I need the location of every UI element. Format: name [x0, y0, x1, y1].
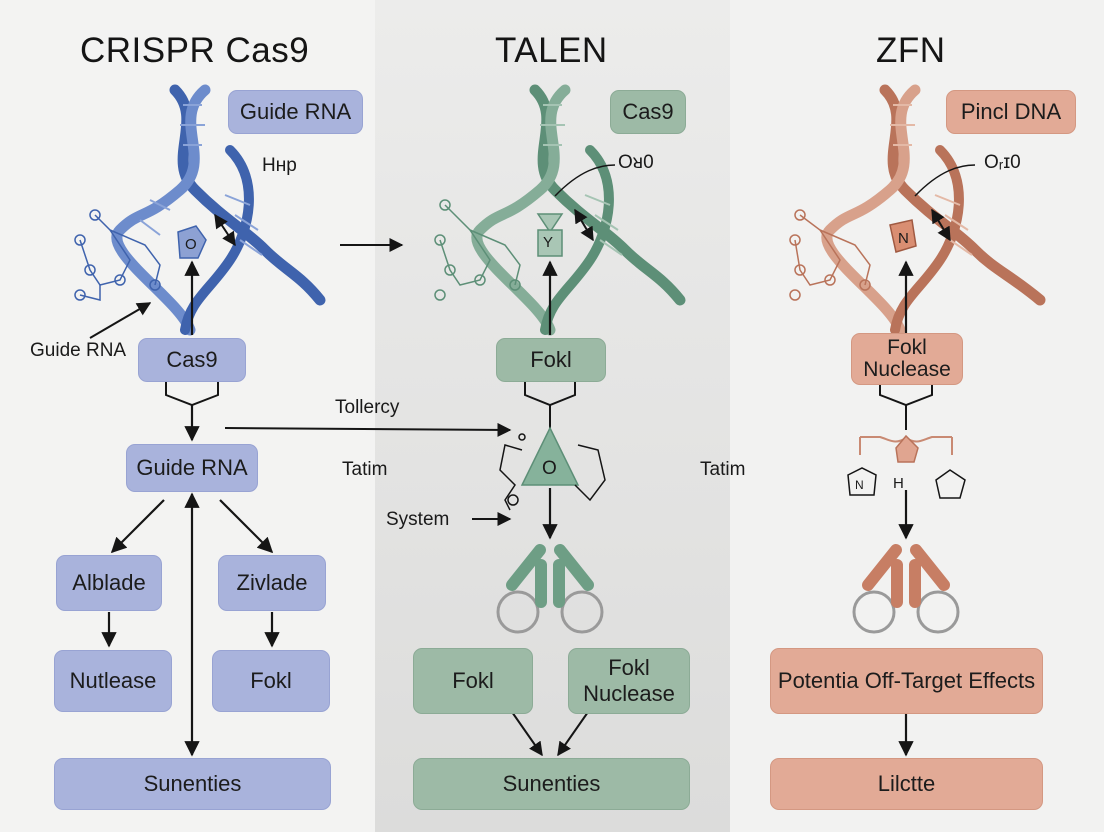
- crispr-hexagon-icon: [177, 225, 207, 259]
- talen-cas9-tag: Cas9: [610, 90, 686, 134]
- crispr-zivlade-box: Zivlade: [218, 555, 326, 611]
- talen-converge-arrow-right: [557, 711, 589, 757]
- talen-fokl-box: Fokl: [496, 338, 606, 382]
- guide-rna-arrow-label: Guide RNA: [30, 340, 127, 361]
- talen-center-letter: O: [542, 458, 557, 479]
- crispr-sunenties-box: Sunenties: [54, 758, 331, 810]
- crispr-arrow-left: [110, 499, 165, 554]
- talen-hex-letter: Y: [543, 234, 554, 251]
- crispr-cas9-box: Cas9: [138, 338, 246, 382]
- talen-hexagon-icon: [537, 229, 563, 257]
- zfn-potential-off-target-box: Potentia Off-Target Effects: [770, 648, 1043, 714]
- talen-callout-line: [554, 164, 616, 197]
- talen-triangle-icon: [536, 213, 564, 234]
- talen-fokl-nuclease-box: Fokl Nuclease: [568, 648, 690, 714]
- crispr-fokl-box: Fokl: [212, 650, 330, 712]
- zfn-fokl-nuclease-box: Fokl Nuclease: [851, 333, 963, 385]
- crispr-guide-rna-box: Guide RNA: [126, 444, 258, 492]
- zfn-scissors-icon: [852, 544, 960, 634]
- zfn-pincl-dna-tag: Pincl DNA: [946, 90, 1076, 134]
- zfn-nuclease-structure: [847, 434, 966, 499]
- talen-double-arrow: [574, 208, 594, 242]
- zfn-bracket: [879, 382, 933, 407]
- crispr-nutlease-box: Nutlease: [54, 650, 172, 712]
- zfn-h-label: H: [893, 475, 904, 492]
- zfn-oro-label: Oᵣɪ0: [984, 152, 1021, 173]
- crispr-alblade-box: Alblade: [56, 555, 162, 611]
- system-label: System: [386, 509, 450, 530]
- talen-scissors-icon: [496, 544, 604, 634]
- zfn-double-arrow: [931, 208, 951, 242]
- crispr-bracket: [165, 382, 219, 407]
- talen-bracket: [524, 382, 576, 407]
- zfn-hexagon-icon: [889, 219, 917, 253]
- crispr-double-arrow: [214, 213, 236, 247]
- zfn-callout-line: [914, 164, 976, 197]
- talen-molecule-structure: [434, 199, 521, 301]
- zfn-hex-letter: N: [898, 230, 909, 247]
- talen-fokl-box-left: Fokl: [413, 648, 533, 714]
- zfn-title: ZFN: [876, 31, 946, 70]
- crispr-arrow-right: [219, 499, 274, 554]
- zfn-lilctte-box: Lilctte: [770, 758, 1043, 810]
- crispr-guide-rna-tag: Guide RNA: [228, 90, 363, 134]
- tollercy-label: Tollercy: [335, 397, 400, 418]
- talen-title: TALEN: [495, 31, 608, 70]
- crispr-molecule-structure: [74, 209, 161, 301]
- crispr-title: CRISPR Cas9: [80, 31, 310, 70]
- tatim-right-label: Tatim: [700, 459, 746, 480]
- talen-oro-label: Oᴚ0: [618, 152, 654, 173]
- crispr-hex-letter: O: [185, 236, 197, 253]
- zfn-ring-letter: N: [855, 478, 864, 492]
- tatim-left-label: Tatim: [342, 459, 388, 480]
- talen-nuclease-structure: [499, 426, 606, 511]
- crispr-hhp-label: Hʜp: [262, 155, 297, 176]
- tollercy-arrow: [224, 422, 512, 437]
- zfn-molecule-structure: [789, 209, 871, 301]
- talen-sunenties-box: Sunenties: [413, 758, 690, 810]
- talen-converge-arrow-left: [511, 711, 543, 757]
- guide-rna-pointer-arrow: [89, 302, 152, 339]
